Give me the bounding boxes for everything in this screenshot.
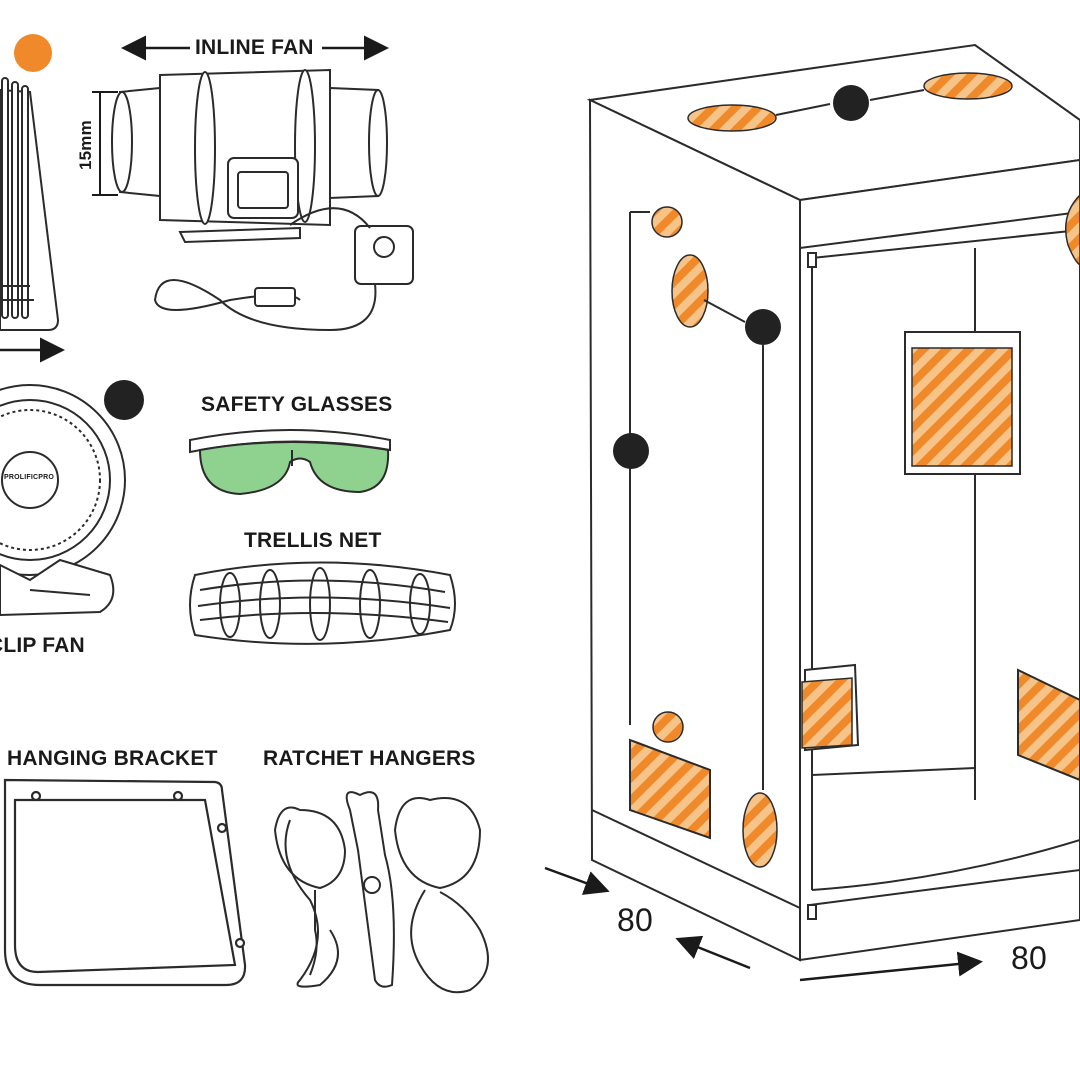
side-window-vent <box>629 738 711 840</box>
ratchet-hangers-label: RATCHET HANGERS <box>263 747 476 770</box>
front-lower-vent-right <box>1017 668 1080 782</box>
dark-marker-dot <box>104 380 144 420</box>
side-port-oval <box>671 254 709 328</box>
trellis-net-icon <box>189 561 456 645</box>
inline-fan-icon <box>111 68 414 332</box>
tent-width-label: 80 <box>1011 940 1047 976</box>
trellis-net-label: TRELLIS NET <box>244 529 382 552</box>
clip-fan-icon <box>0 384 126 617</box>
side-port-bottom <box>652 711 684 743</box>
depth-arrow-upper <box>544 866 610 895</box>
side-connector-dot-lower <box>613 433 649 469</box>
tent-depth-label: 80 <box>617 902 653 938</box>
top-vent-right <box>923 72 1013 100</box>
front-port-top-right <box>1065 193 1080 266</box>
width-arrow <box>799 951 983 982</box>
top-vent-left <box>687 104 777 132</box>
orange-marker-dot <box>14 34 52 72</box>
front-lower-vent-left <box>801 677 853 749</box>
safety-glasses-label: SAFETY GLASSES <box>201 393 393 416</box>
front-window-vent <box>911 347 1013 467</box>
clip-fan-brand-label: PROLIFICPRO <box>4 474 55 481</box>
side-connector-dot-upper <box>745 309 781 345</box>
top-connector-dot <box>833 85 869 121</box>
clip-fan-label: CLIP FAN <box>0 634 85 657</box>
support-poles-icon <box>0 77 60 331</box>
hanging-bracket-icon <box>3 778 247 987</box>
ratchet-hangers-icon <box>273 791 489 994</box>
side-port-small <box>651 206 683 238</box>
hanging-bracket-label: HANGING BRACKET <box>7 747 218 770</box>
depth-arrow-lower <box>675 935 751 970</box>
inline-fan-label: INLINE FAN <box>195 36 314 59</box>
side-port-large <box>742 792 778 868</box>
fan-dimension-label: 15mm <box>76 120 95 170</box>
safety-glasses-icon <box>189 429 391 496</box>
